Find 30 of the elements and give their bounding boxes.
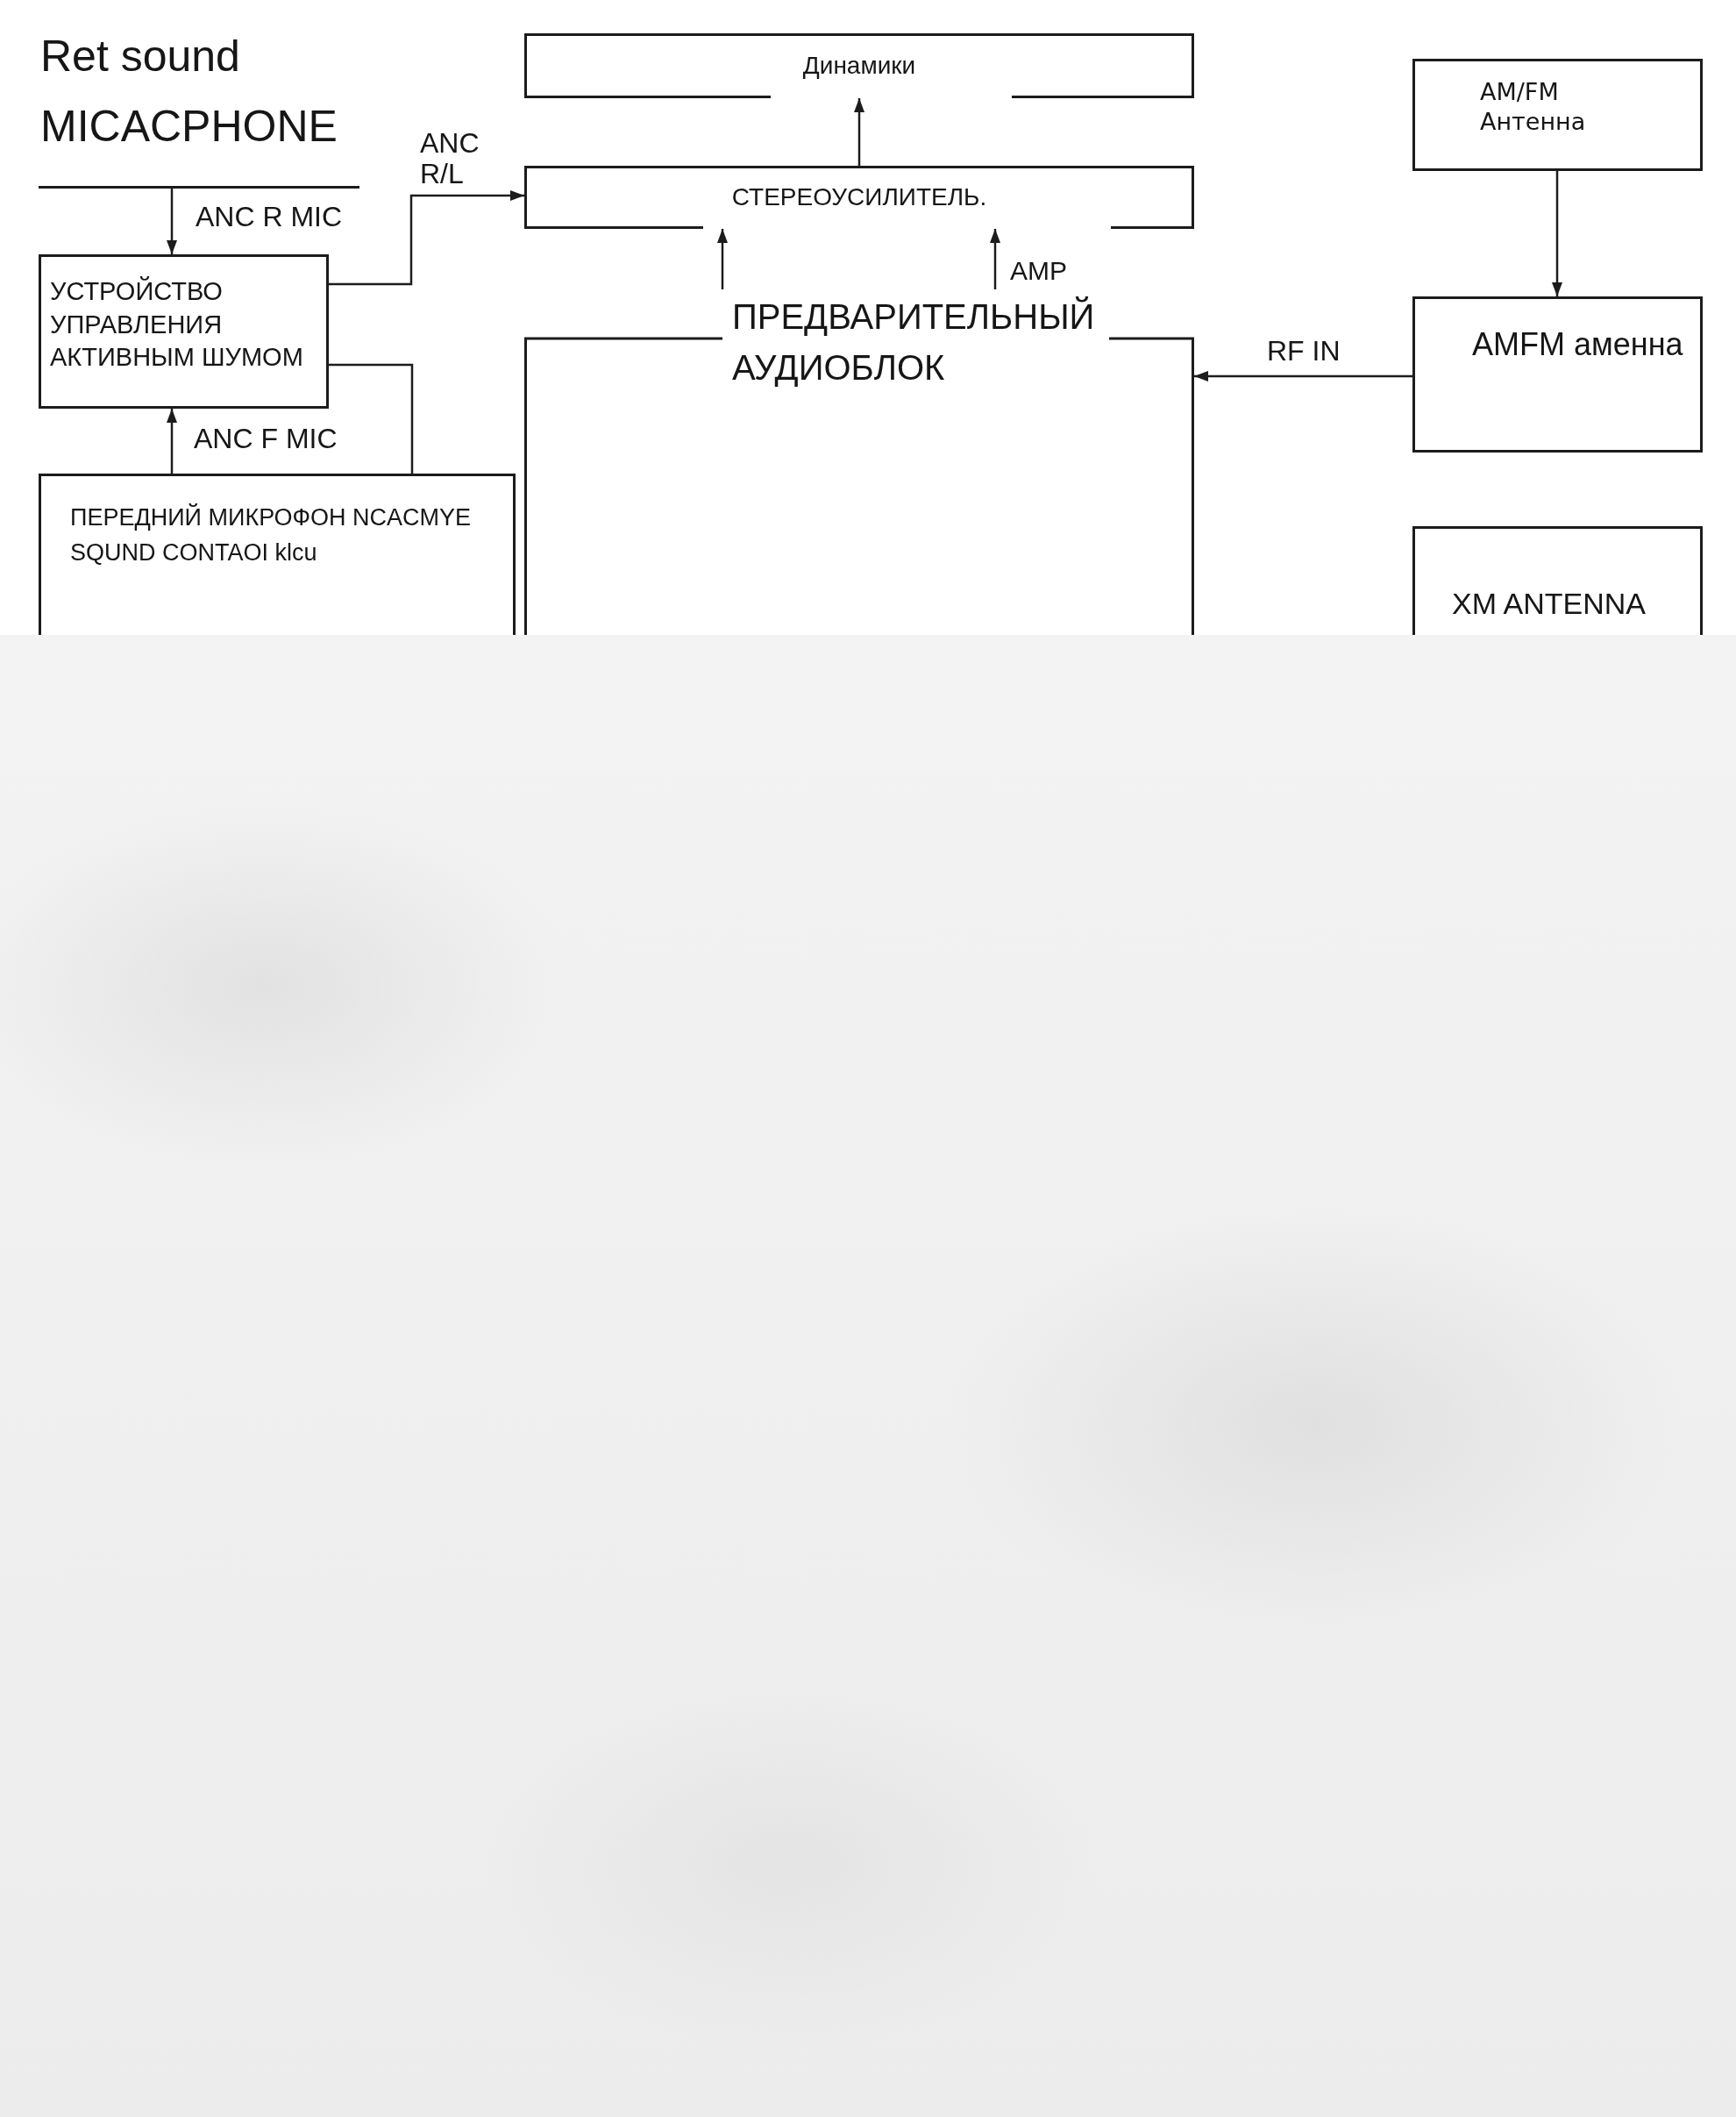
box-label: УСТРОЙСТВО УПРАВЛЕНИЯ АКТИВНЫМ ШУМОМ xyxy=(50,275,304,373)
process-box xyxy=(1412,526,1703,635)
arrow xyxy=(1194,371,1412,381)
process-box xyxy=(39,254,329,409)
arrow xyxy=(167,409,177,474)
box-label: Ret sound MICACPHONE xyxy=(40,31,338,153)
process-box xyxy=(524,166,1194,229)
arrow xyxy=(167,189,177,254)
connector-line xyxy=(329,363,414,474)
box-label: ПРЕДВАРИТЕЛЬНЫЙ АУДИОБЛОК xyxy=(732,296,1096,388)
arrow xyxy=(329,190,524,286)
box-label: ПЕРЕДНИЙ МИКРОФОН NCACMYE SQUND CONTAOI klcu xyxy=(70,503,473,567)
process-box xyxy=(1412,296,1703,453)
box-label: XM ANTENNA xyxy=(1452,586,1647,621)
box-label: СТЕРЕОУСИЛИТЕЛЬ. xyxy=(730,182,988,212)
edge-label: ANC R MIC xyxy=(196,201,344,233)
arrow xyxy=(717,229,728,289)
arrow xyxy=(990,229,1000,289)
process-box xyxy=(39,474,516,635)
arrow xyxy=(1552,171,1562,296)
box-label: AM/FM Антенна xyxy=(1480,77,1587,137)
box-label: AMFM аменна xyxy=(1472,326,1684,363)
process-box xyxy=(1412,59,1703,171)
edge-label: RF IN xyxy=(1267,335,1341,367)
box-label: Динамики xyxy=(801,51,917,81)
process-box xyxy=(524,33,1194,98)
edge-label: AMP xyxy=(1010,256,1068,286)
edge-label: ANC F MIC xyxy=(194,423,338,455)
edge-label: ANC R/L xyxy=(420,128,480,189)
arrow xyxy=(854,98,864,166)
